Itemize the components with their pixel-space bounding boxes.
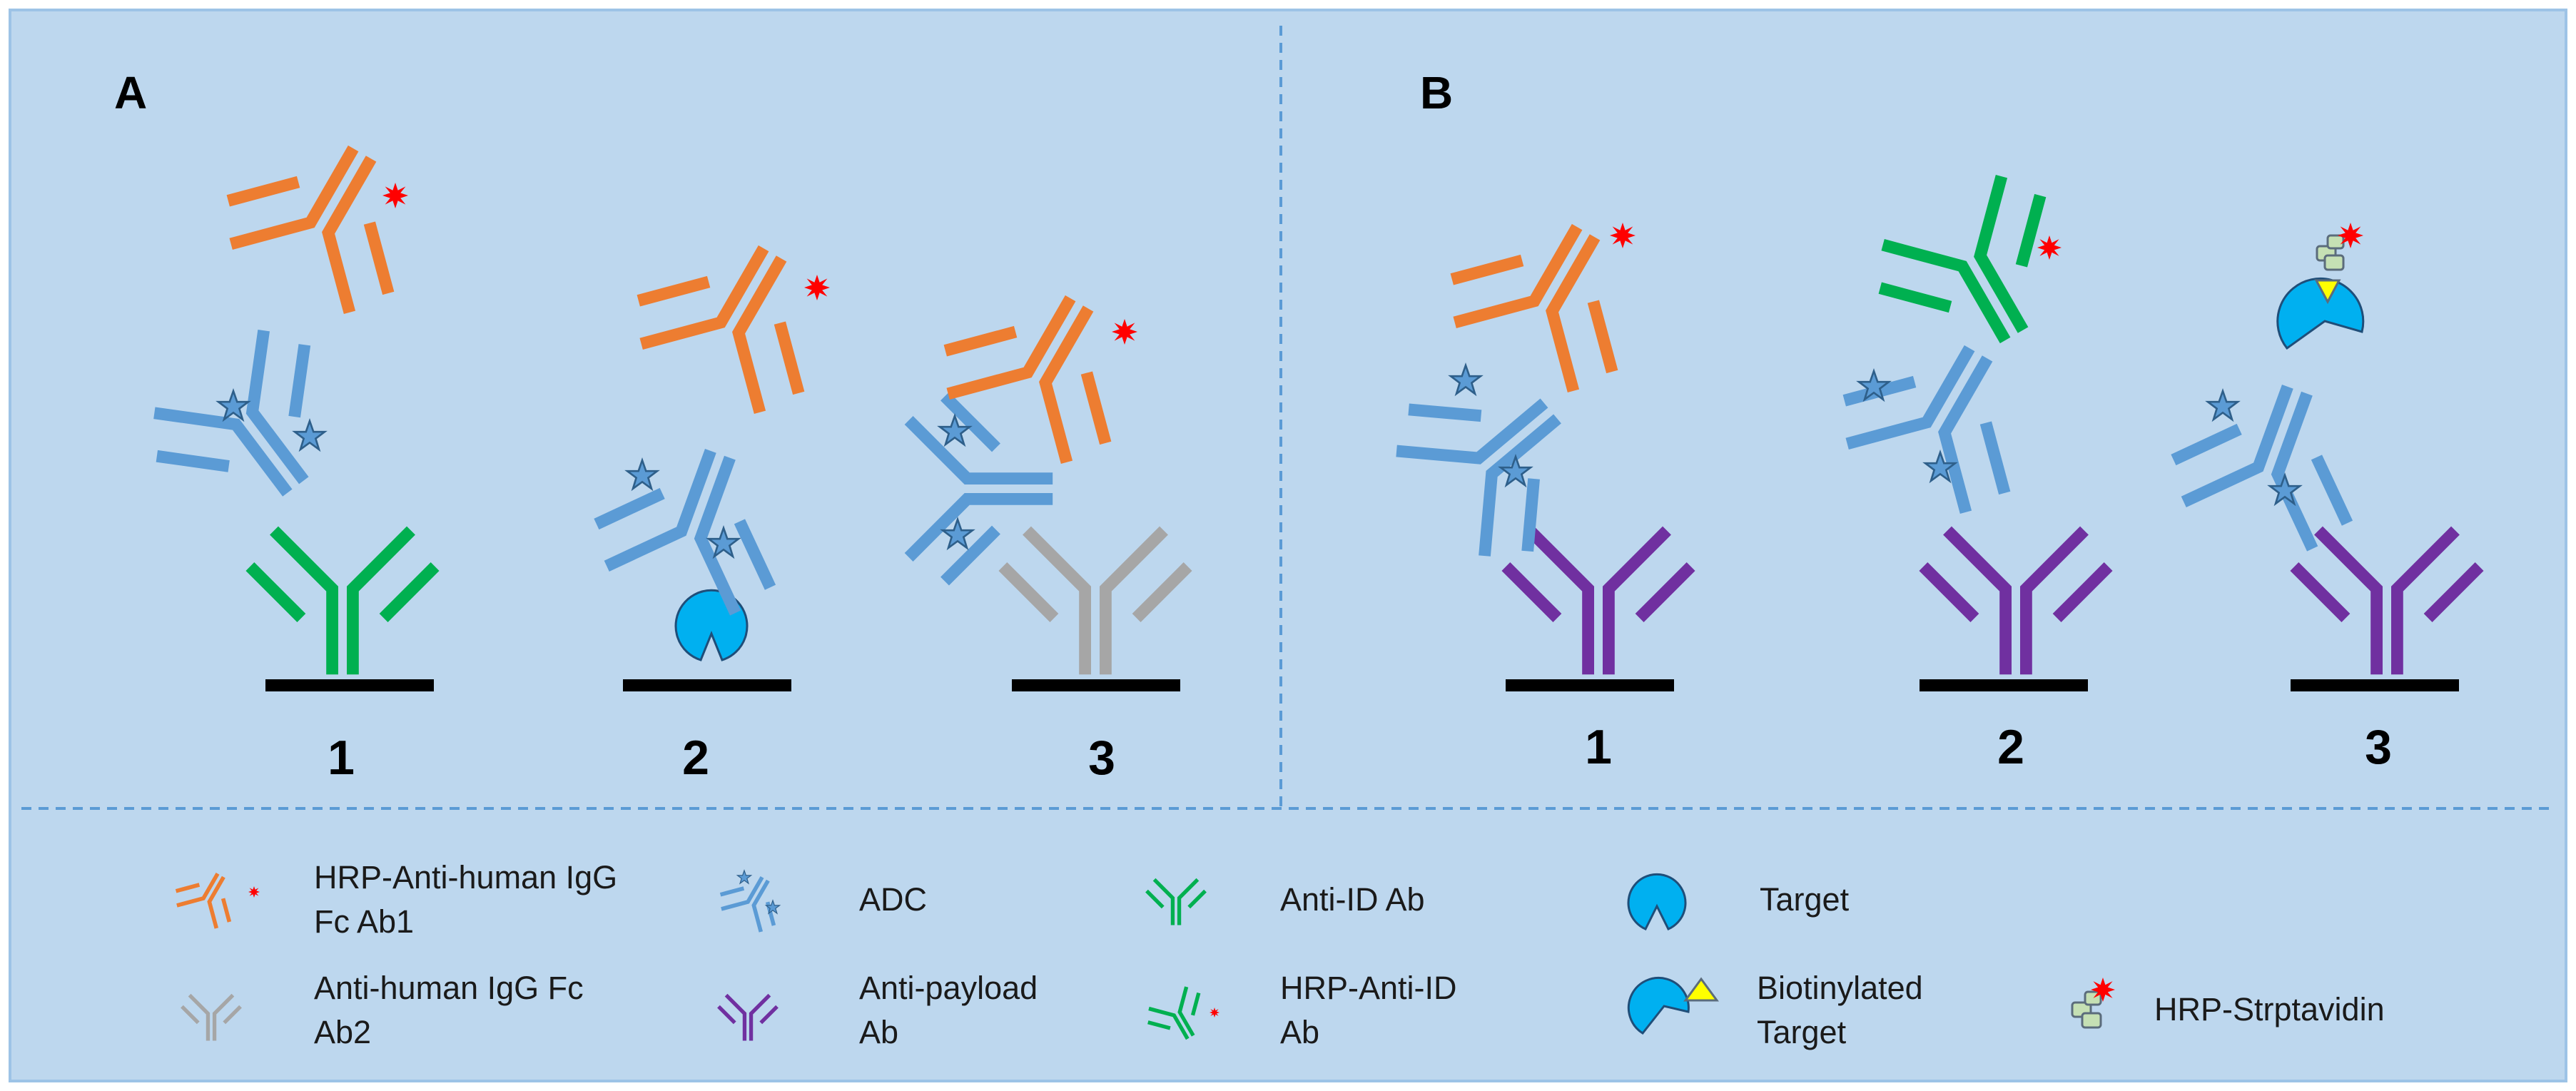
legend-label: Biotinylated	[1757, 970, 1923, 1006]
legend-label: Ab2	[314, 1014, 371, 1050]
streptavidin-icon	[2071, 990, 2102, 1029]
assay-number: 3	[1088, 731, 1115, 785]
legend-item-target: Target	[1627, 873, 1850, 930]
plate	[2291, 679, 2459, 691]
assay-number: 2	[1997, 720, 2024, 774]
legend-label: Anti-human IgG Fc	[314, 970, 584, 1006]
legend-item-anti-id-ab: Anti-ID Ab	[1147, 880, 1425, 925]
biotin-triangle-icon	[1683, 977, 1719, 1002]
assay-a3: 3	[909, 257, 1188, 785]
plate	[1920, 679, 2088, 691]
legend-label: Ab	[1280, 1014, 1319, 1050]
figure-background	[9, 9, 2567, 1082]
legend-label: HRP-Anti-human IgG	[314, 859, 617, 895]
legend-label: HRP-Anti-ID	[1280, 970, 1457, 1006]
assay-number: 1	[1585, 720, 1612, 774]
legend-label: HRP-Strptavidin	[2154, 991, 2385, 1027]
legend-item-hrp-anti-human-igg-fc-ab1: HRP-Anti-human IgG Fc Ab1	[170, 859, 617, 940]
assay-b1: 1	[1381, 186, 1691, 774]
plate	[623, 679, 791, 691]
legend-label: Ab	[859, 1014, 898, 1050]
legend-item-anti-payload-ab: Anti-payload Ab	[719, 970, 1038, 1050]
panel-a: A 1 2	[114, 67, 1188, 785]
panel-b: B 1 2	[1381, 67, 2480, 774]
assay-a1: 1	[136, 107, 442, 785]
biotin-triangle-icon	[2314, 279, 2341, 305]
assay-number: 2	[682, 731, 709, 785]
plate	[1506, 679, 1674, 691]
legend-item-anti-human-igg-fc-ab2: Anti-human IgG Fc Ab2	[182, 970, 584, 1050]
legend-item-adc: ADC	[714, 863, 927, 935]
legend-label: Anti-ID Ab	[1280, 881, 1425, 918]
assay-a2: 2	[584, 207, 853, 785]
assay-number: 1	[328, 731, 355, 785]
assay-number: 3	[2365, 720, 2392, 774]
plate	[265, 679, 434, 691]
legend-label: ADC	[859, 881, 927, 918]
assay-b3: 3	[2161, 223, 2480, 774]
legend-item-hrp-anti-id-ab: HRP-Anti-ID Ab	[1142, 970, 1457, 1052]
legend-label: Fc Ab1	[314, 903, 414, 940]
legend-item-biotinylated-target: Biotinylated Target	[1627, 970, 1923, 1050]
biotinylated-target	[2276, 277, 2365, 350]
legend-label: Target	[1760, 881, 1850, 918]
streptavidin-icon	[2316, 234, 2345, 271]
legend-label: Anti-payload	[859, 970, 1038, 1006]
plate	[1012, 679, 1180, 691]
assay-b2: 2	[1827, 164, 2109, 774]
panel-b-label: B	[1420, 67, 1453, 118]
panel-a-label: A	[114, 67, 147, 118]
legend: HRP-Anti-human IgG Fc Ab1 ADC Anti-ID Ab…	[170, 859, 2385, 1052]
legend-item-hrp-streptavidin: HRP-Strptavidin	[2071, 978, 2385, 1029]
legend-label: Target	[1757, 1014, 1847, 1050]
target-icon	[1627, 873, 1687, 930]
